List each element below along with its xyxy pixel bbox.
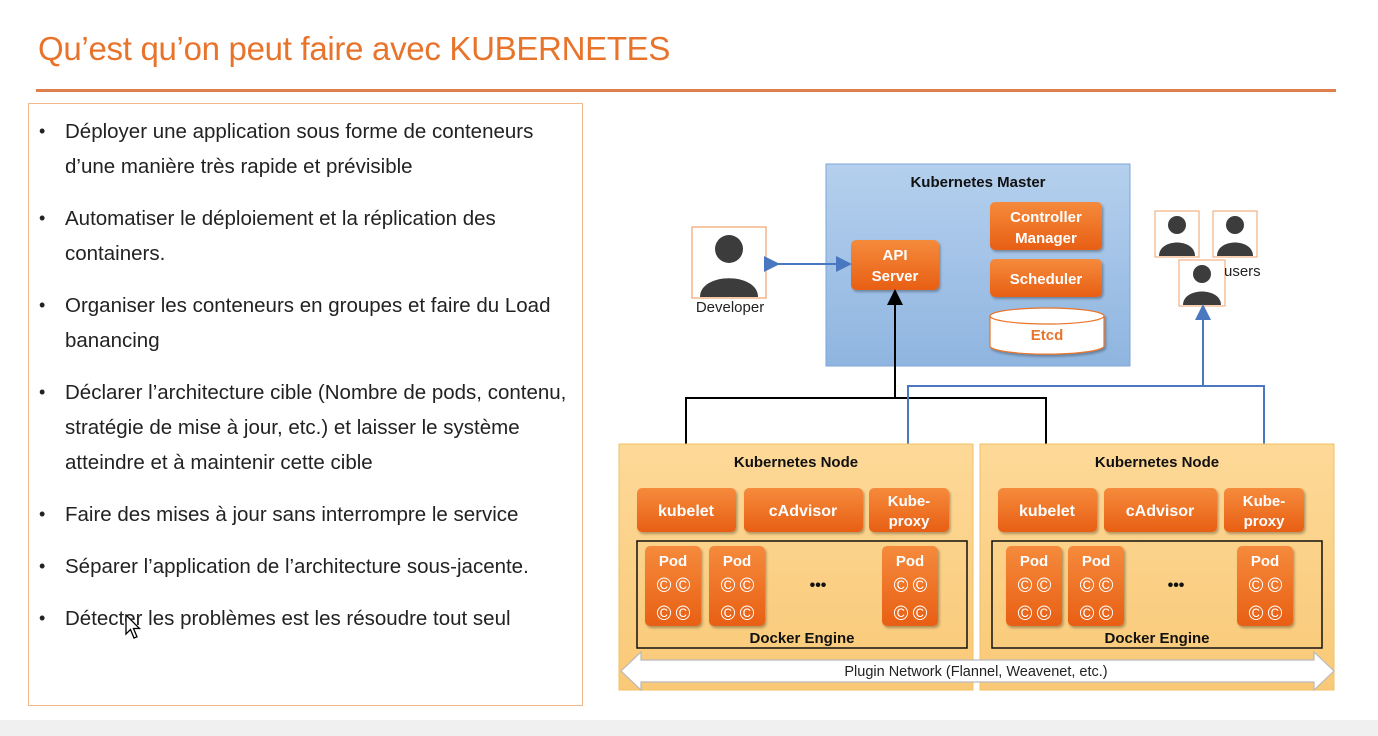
kube-proxy-box <box>1224 488 1304 532</box>
container-icons: © <box>894 575 909 597</box>
bullet-text-box: Déployer une application sous forme de c… <box>28 103 583 706</box>
developer-avatar <box>691 226 767 299</box>
container-icons: © <box>721 603 736 625</box>
kubelet-label: kubelet <box>658 503 715 520</box>
container-icons: © <box>1037 603 1052 625</box>
container-icons: © <box>1268 603 1283 625</box>
controller-manager: Controller Manager <box>990 202 1102 250</box>
container-icons: © <box>657 603 672 625</box>
scheduler: Scheduler <box>990 259 1102 297</box>
user-traffic-links <box>907 304 1265 484</box>
bullet-item: Déployer une application sous forme de c… <box>39 114 568 184</box>
kube-proxy-label-2: proxy <box>1244 513 1286 530</box>
kube-proxy-label-1: Kube- <box>1243 493 1286 510</box>
node-title: Kubernetes Node <box>734 454 858 471</box>
title-divider <box>36 89 1336 92</box>
pod <box>645 546 701 626</box>
kubernetes-master: Kubernetes Master API Server Controller … <box>825 163 1131 367</box>
pod-label: Pod <box>659 553 687 570</box>
container-icons: © <box>1249 603 1264 625</box>
pod <box>1237 546 1293 626</box>
api-server: API Server <box>851 240 939 290</box>
container-icons: © <box>1099 575 1114 597</box>
container-icons: © <box>740 603 755 625</box>
docker-engine-label: Docker Engine <box>749 630 854 647</box>
bullet-item: Automatiser le déploiement et la réplica… <box>39 201 568 271</box>
scheduler-label: Scheduler <box>1010 271 1083 288</box>
developer-label: Developer <box>696 299 764 316</box>
container-icons: © <box>740 575 755 597</box>
bullet-item: Déclarer l’architecture cible (Nombre de… <box>39 375 568 480</box>
plugin-network-label: Plugin Network (Flannel, Weavenet, etc.) <box>844 664 1107 680</box>
controller-manager-label-2: Manager <box>1015 230 1077 247</box>
mouse-cursor-icon <box>125 614 142 639</box>
etcd-label: Etcd <box>1031 327 1064 344</box>
container-icons: © <box>657 575 672 597</box>
pod-label: Pod <box>1020 553 1048 570</box>
container-icons: © <box>1249 575 1264 597</box>
more-pods-ellipsis: ••• <box>1168 577 1185 594</box>
container-icons: © <box>1018 603 1033 625</box>
users-avatars <box>1154 210 1258 307</box>
kube-proxy-label-1: Kube- <box>888 493 931 510</box>
more-pods-ellipsis: ••• <box>810 577 827 594</box>
users-label: users <box>1224 263 1261 280</box>
container-icons: © <box>676 603 691 625</box>
kubernetes-node-1: Kubernetes Node kubelet cAdvisor Kube- p… <box>618 443 974 691</box>
docker-engine-box <box>991 540 1323 649</box>
container-icons: © <box>1018 575 1033 597</box>
container-icons: © <box>676 575 691 597</box>
etcd-database: Etcd <box>989 307 1105 355</box>
cadvisor-label: cAdvisor <box>769 503 837 520</box>
pod-label: Pod <box>1082 553 1110 570</box>
docker-engine-label: Docker Engine <box>1104 630 1209 647</box>
kubelet-box <box>637 488 736 532</box>
api-server-label-1: API <box>882 247 907 264</box>
pod <box>709 546 765 626</box>
kubernetes-node-2: Kubernetes Node kubelet cAdvisor Kube- p… <box>979 443 1335 691</box>
pod <box>1068 546 1124 626</box>
controller-manager-label-1: Controller <box>1010 209 1082 226</box>
master-title: Kubernetes Master <box>910 174 1045 191</box>
container-icons: © <box>894 603 909 625</box>
slide-title: Qu’est qu’on peut faire avec KUBERNETES <box>38 30 671 67</box>
kube-proxy-box <box>869 488 949 532</box>
cadvisor-box <box>1104 488 1217 532</box>
pod <box>1006 546 1062 626</box>
bottom-strip <box>0 720 1378 736</box>
pod <box>882 546 938 626</box>
container-icons: © <box>1099 603 1114 625</box>
cadvisor-label: cAdvisor <box>1126 503 1194 520</box>
container-icons: © <box>913 603 928 625</box>
cadvisor-box <box>744 488 863 532</box>
pod-label: Pod <box>723 553 751 570</box>
bullet-item: Détecter les problèmes est les résoudre … <box>39 601 568 636</box>
docker-engine-box <box>636 540 968 649</box>
bullet-item: Faire des mises à jour sans interrompre … <box>39 497 568 532</box>
kubelet-box <box>998 488 1097 532</box>
container-icons: © <box>1080 603 1095 625</box>
plugin-network-arrow: Plugin Network (Flannel, Weavenet, etc.) <box>620 650 1335 692</box>
container-icons: © <box>1037 575 1052 597</box>
bullet-item: Séparer l’application de l’architecture … <box>39 549 568 584</box>
control-plane-links <box>685 289 1047 485</box>
pod-label: Pod <box>1251 553 1279 570</box>
container-icons: © <box>1268 575 1283 597</box>
container-icons: © <box>913 575 928 597</box>
node-title: Kubernetes Node <box>1095 454 1219 471</box>
bullet-list: Déployer une application sous forme de c… <box>29 104 582 636</box>
container-icons: © <box>721 575 736 597</box>
bullet-item: Organiser les conteneurs en groupes et f… <box>39 288 568 358</box>
pod-label: Pod <box>896 553 924 570</box>
kube-proxy-label-2: proxy <box>889 513 931 530</box>
api-server-label-2: Server <box>872 268 919 285</box>
kubelet-label: kubelet <box>1019 503 1076 520</box>
container-icons: © <box>1080 575 1095 597</box>
